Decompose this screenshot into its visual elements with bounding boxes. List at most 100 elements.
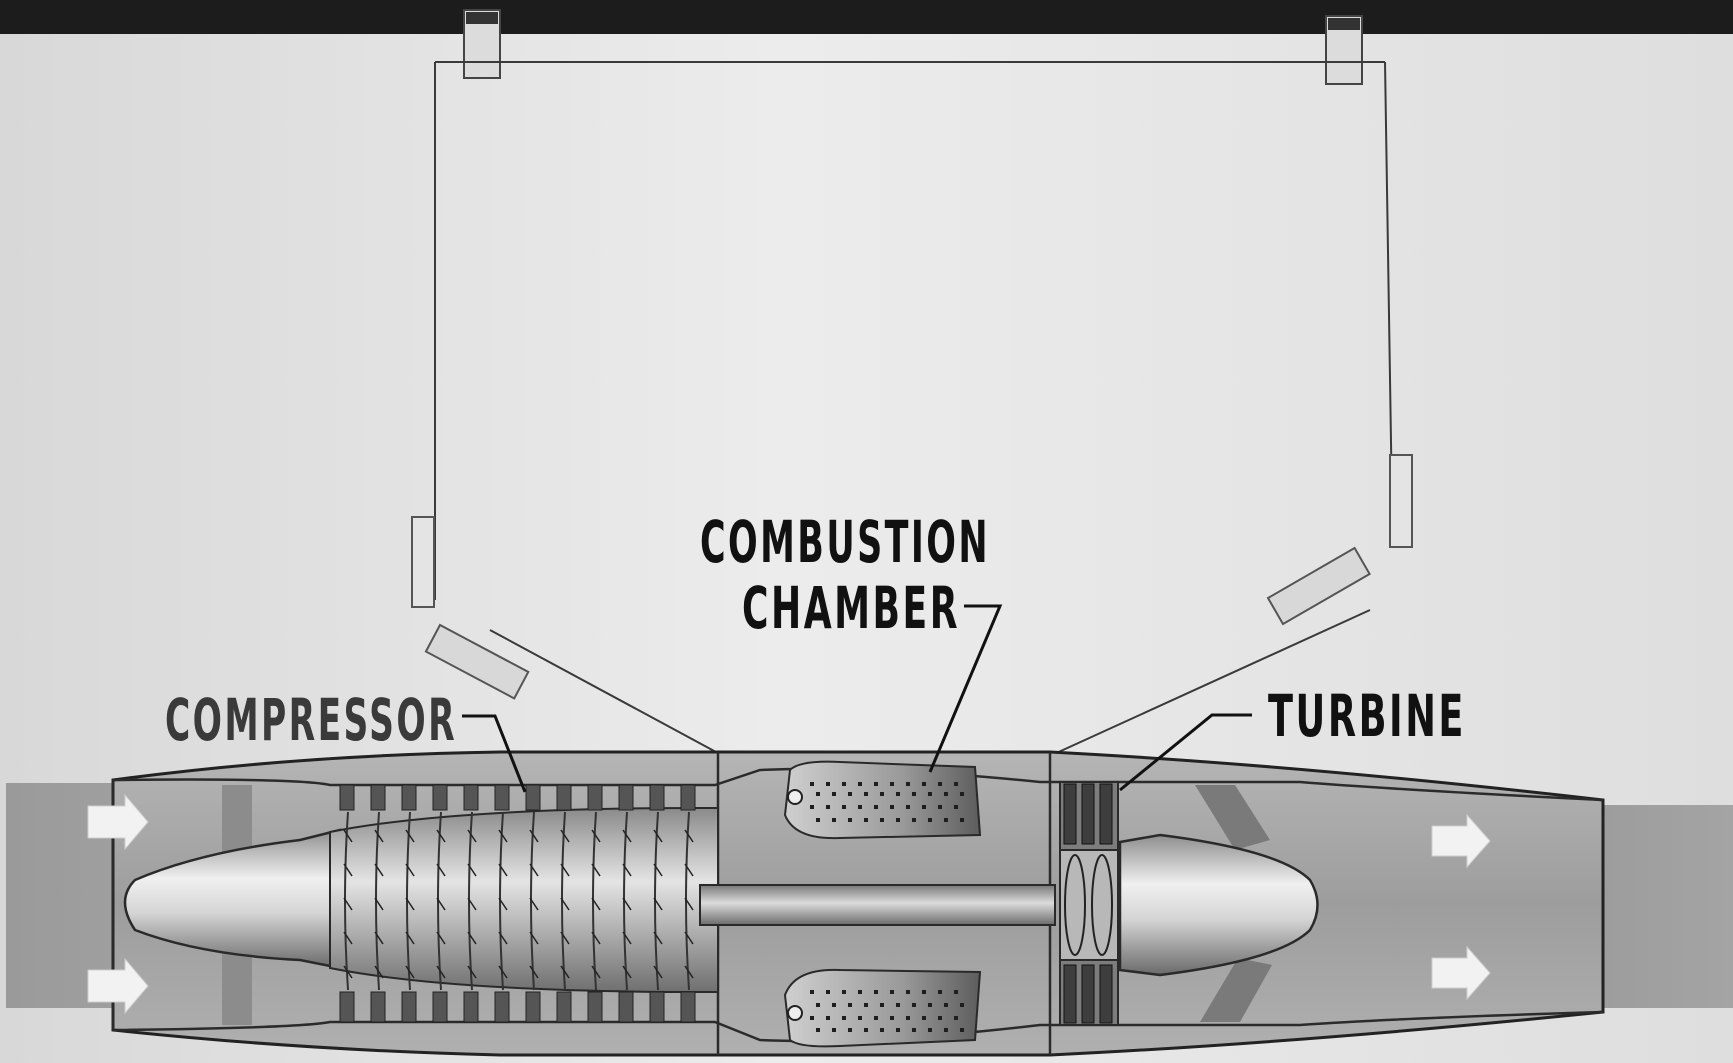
liner-hole [960, 818, 964, 822]
liner-hole [906, 805, 910, 809]
liner-hole [848, 818, 852, 822]
liner-hole [896, 1028, 900, 1032]
main-shaft [699, 884, 1056, 926]
compressor-vane [498, 897, 508, 911]
top-right-bracket [1325, 15, 1363, 85]
compressor-vane [374, 863, 384, 877]
compressor-blade-top [618, 784, 634, 811]
liner-hole [912, 818, 916, 822]
compressor-blade-bottom [463, 991, 479, 1023]
liner-hole [848, 792, 852, 796]
compressor-blade-bottom [370, 991, 386, 1023]
compressor-vane [684, 897, 694, 911]
liner-hole [816, 1003, 820, 1007]
compressor-vane [436, 863, 446, 877]
label-combustion: COMBUSTION [700, 508, 990, 576]
turbine-blade-top [1081, 783, 1095, 845]
fuel-nozzle-top [787, 789, 803, 805]
liner-hole [874, 805, 878, 809]
liner-hole [922, 990, 926, 994]
compressor-blade-bottom [339, 991, 355, 1023]
compressor-vane [529, 863, 539, 877]
compressor-vane [653, 897, 663, 911]
label-compressor: COMPRESSOR [165, 686, 457, 754]
compressor-vane [498, 829, 508, 843]
liner-hole [810, 990, 814, 994]
liner-hole [890, 805, 894, 809]
liner-hole [890, 990, 894, 994]
compressor-vane [498, 863, 508, 877]
compressor-vane [467, 829, 477, 843]
compressor-vane [622, 931, 632, 945]
liner-hole [832, 792, 836, 796]
turbine-blades [1063, 783, 1113, 1024]
compressor-vane [591, 965, 601, 979]
compressor-vane [653, 965, 663, 979]
liner-hole [896, 1003, 900, 1007]
liner-hole [880, 1003, 884, 1007]
compressor-vane [374, 897, 384, 911]
compressor-vane [560, 931, 570, 945]
compressor-vane [405, 863, 415, 877]
liner-hole [922, 1016, 926, 1020]
compressor-vane [467, 897, 477, 911]
compressor-vane [405, 965, 415, 979]
compressor-vane [529, 965, 539, 979]
compressor-vane [622, 863, 632, 877]
compressor-stages [339, 784, 696, 1023]
compressor-vane [560, 829, 570, 843]
compressor-vane [684, 965, 694, 979]
compressor-blade-top [649, 784, 665, 811]
compressor-blade-top [463, 784, 479, 811]
compressor-vane [436, 897, 446, 911]
liner-hole [826, 805, 830, 809]
compressor-vane [560, 897, 570, 911]
liner-hole [922, 782, 926, 786]
liner-hole [960, 792, 964, 796]
compressor-vane [529, 829, 539, 843]
compressor-vane [343, 965, 353, 979]
liner-hole [816, 818, 820, 822]
liner-hole [810, 782, 814, 786]
compressor-blade-top [587, 784, 603, 811]
compressor-blade-bottom [587, 991, 603, 1023]
liner-hole [832, 1028, 836, 1032]
compressor-blade-bottom [556, 991, 572, 1023]
liner-hole [896, 818, 900, 822]
liner-hole [954, 805, 958, 809]
liner-hole [880, 818, 884, 822]
compressor-vane [529, 897, 539, 911]
liner-hole [832, 1003, 836, 1007]
liner-hole [816, 1028, 820, 1032]
liner-hole [832, 818, 836, 822]
liner-hole [938, 990, 942, 994]
intake-arrow-upper [87, 793, 149, 851]
liner-hole [858, 1016, 862, 1020]
turbine-blade-bottom [1099, 964, 1113, 1024]
exhaust-strut-top [1195, 785, 1270, 850]
liner-hole [890, 782, 894, 786]
compressor-blade-top [339, 784, 355, 811]
liner-hole [810, 1016, 814, 1020]
compressor-blade-bottom [401, 991, 417, 1023]
liner-hole [906, 990, 910, 994]
compressor-vane [684, 863, 694, 877]
compressor-blade-top [525, 784, 541, 811]
turbine-blade-bottom [1063, 964, 1077, 1024]
compressor-vane [343, 829, 353, 843]
liner-hole [954, 990, 958, 994]
label-chamber: CHAMBER [742, 574, 960, 642]
compressor-blade-top [556, 784, 572, 811]
liner-hole [864, 818, 868, 822]
liner-hole [874, 1016, 878, 1020]
compressor-vane [467, 931, 477, 945]
compressor-vane [622, 829, 632, 843]
compressor-vane [591, 931, 601, 945]
liner-holes [787, 782, 964, 1032]
compressor-vane [591, 897, 601, 911]
liner-hole [826, 1016, 830, 1020]
liner-hole [842, 1016, 846, 1020]
liner-hole [912, 1028, 916, 1032]
liner-hole [842, 990, 846, 994]
compressor-vane [374, 829, 384, 843]
